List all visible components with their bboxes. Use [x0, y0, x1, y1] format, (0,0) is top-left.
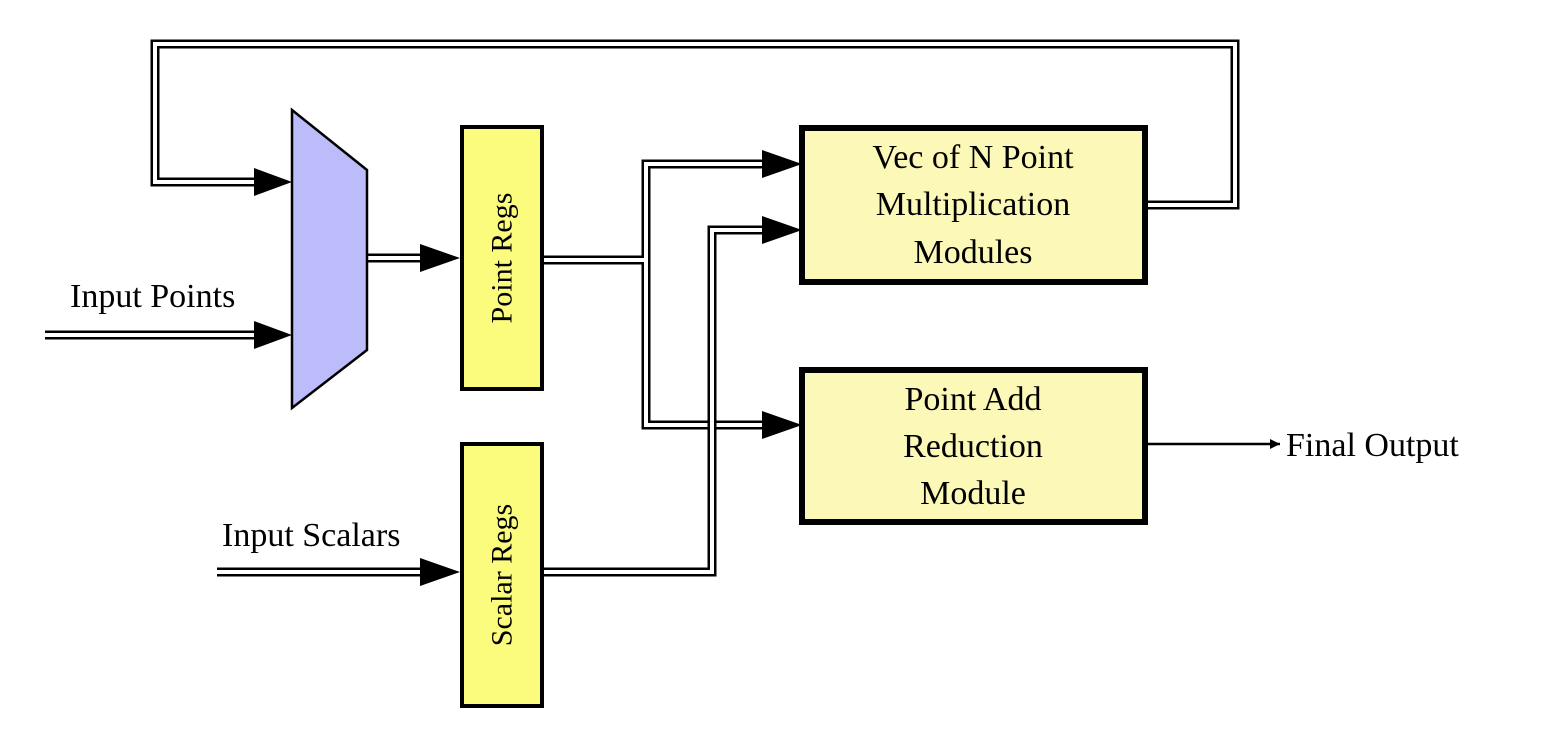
- vec-module-line-1: Vec of N Point: [872, 139, 1074, 176]
- add-module-line-1: Point Add: [905, 381, 1042, 418]
- arrowhead-feedback-to-mux: [254, 168, 292, 196]
- add-module-line-3: Module: [920, 475, 1026, 512]
- arrowhead-input-scalars: [420, 558, 460, 586]
- arrowhead-to-add-module: [762, 411, 802, 439]
- point-regs-block: Point Regs: [460, 125, 544, 391]
- arrowhead-to-vec-from-scalar-regs: [762, 216, 802, 244]
- add-module-line-2: Reduction: [903, 428, 1043, 465]
- arrowhead-mux-to-point-regs: [420, 244, 460, 272]
- scalar-regs-block: Scalar Regs: [460, 442, 544, 708]
- arrowhead-to-vec-from-point-regs: [762, 150, 802, 178]
- vec-module-line-2: Multiplication: [876, 186, 1071, 223]
- scalar-regs-label: Scalar Regs: [486, 504, 519, 646]
- point-regs-fanout-bus: [544, 159, 768, 430]
- input-points-label: Input Points: [70, 278, 235, 315]
- vec-multiplication-module: Vec of N Point Multiplication Modules: [799, 125, 1148, 285]
- bus-wires: [45, 39, 1240, 577]
- input-scalars-label: Input Scalars: [222, 517, 400, 554]
- vec-module-line-3: Modules: [914, 234, 1033, 271]
- feedback-bus: [150, 39, 1240, 210]
- final-output-label: Final Output: [1286, 427, 1459, 464]
- arrowheads: [254, 150, 802, 586]
- scalar-regs-to-vec-bus: [544, 225, 768, 577]
- point-regs-label: Point Regs: [486, 193, 519, 324]
- arrowhead-input-points: [254, 321, 292, 349]
- input-mux: [290, 107, 369, 411]
- point-add-reduction-module: Point Add Reduction Module: [799, 367, 1148, 525]
